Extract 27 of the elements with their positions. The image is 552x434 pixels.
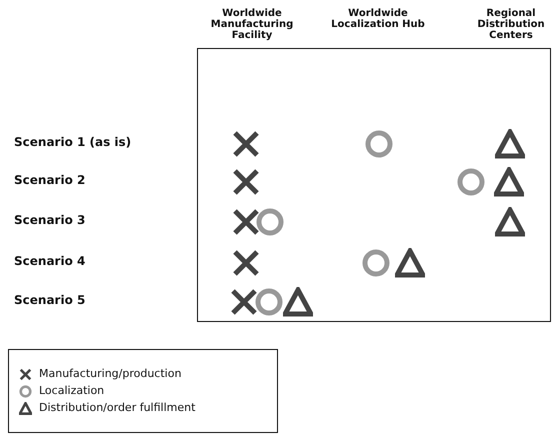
circle-mark xyxy=(254,287,284,317)
legend-label: Distribution/order fulfillment xyxy=(39,401,196,414)
legend-label: Localization xyxy=(39,384,104,397)
circle-mark xyxy=(364,129,394,159)
column-header: Worldwide Manufacturing Facility xyxy=(210,8,294,41)
table-frame xyxy=(197,48,551,322)
triangle-mark xyxy=(395,248,425,278)
triangle-mark xyxy=(494,167,524,197)
triangle-mark xyxy=(495,207,525,237)
cross-mark xyxy=(231,207,261,237)
triangle-mark xyxy=(283,287,313,317)
cross-mark xyxy=(231,129,261,159)
circle-mark xyxy=(255,207,285,237)
cross-mark xyxy=(231,248,261,278)
row-label: Scenario 2 xyxy=(14,173,86,187)
cross-mark xyxy=(231,167,261,197)
row-label: Scenario 5 xyxy=(14,293,86,307)
row-label: Scenario 1 (as is) xyxy=(14,135,132,149)
legend-label: Manufacturing/production xyxy=(39,367,182,380)
cross-mark xyxy=(229,287,259,317)
row-label: Scenario 4 xyxy=(14,254,86,268)
row-label: Scenario 3 xyxy=(14,213,86,227)
circle-mark xyxy=(361,248,391,278)
column-header: Worldwide Localization Hub xyxy=(330,8,426,30)
circle-mark xyxy=(456,167,486,197)
column-header: Regional Distribution Centers xyxy=(476,8,546,41)
triangle-mark xyxy=(495,129,525,159)
